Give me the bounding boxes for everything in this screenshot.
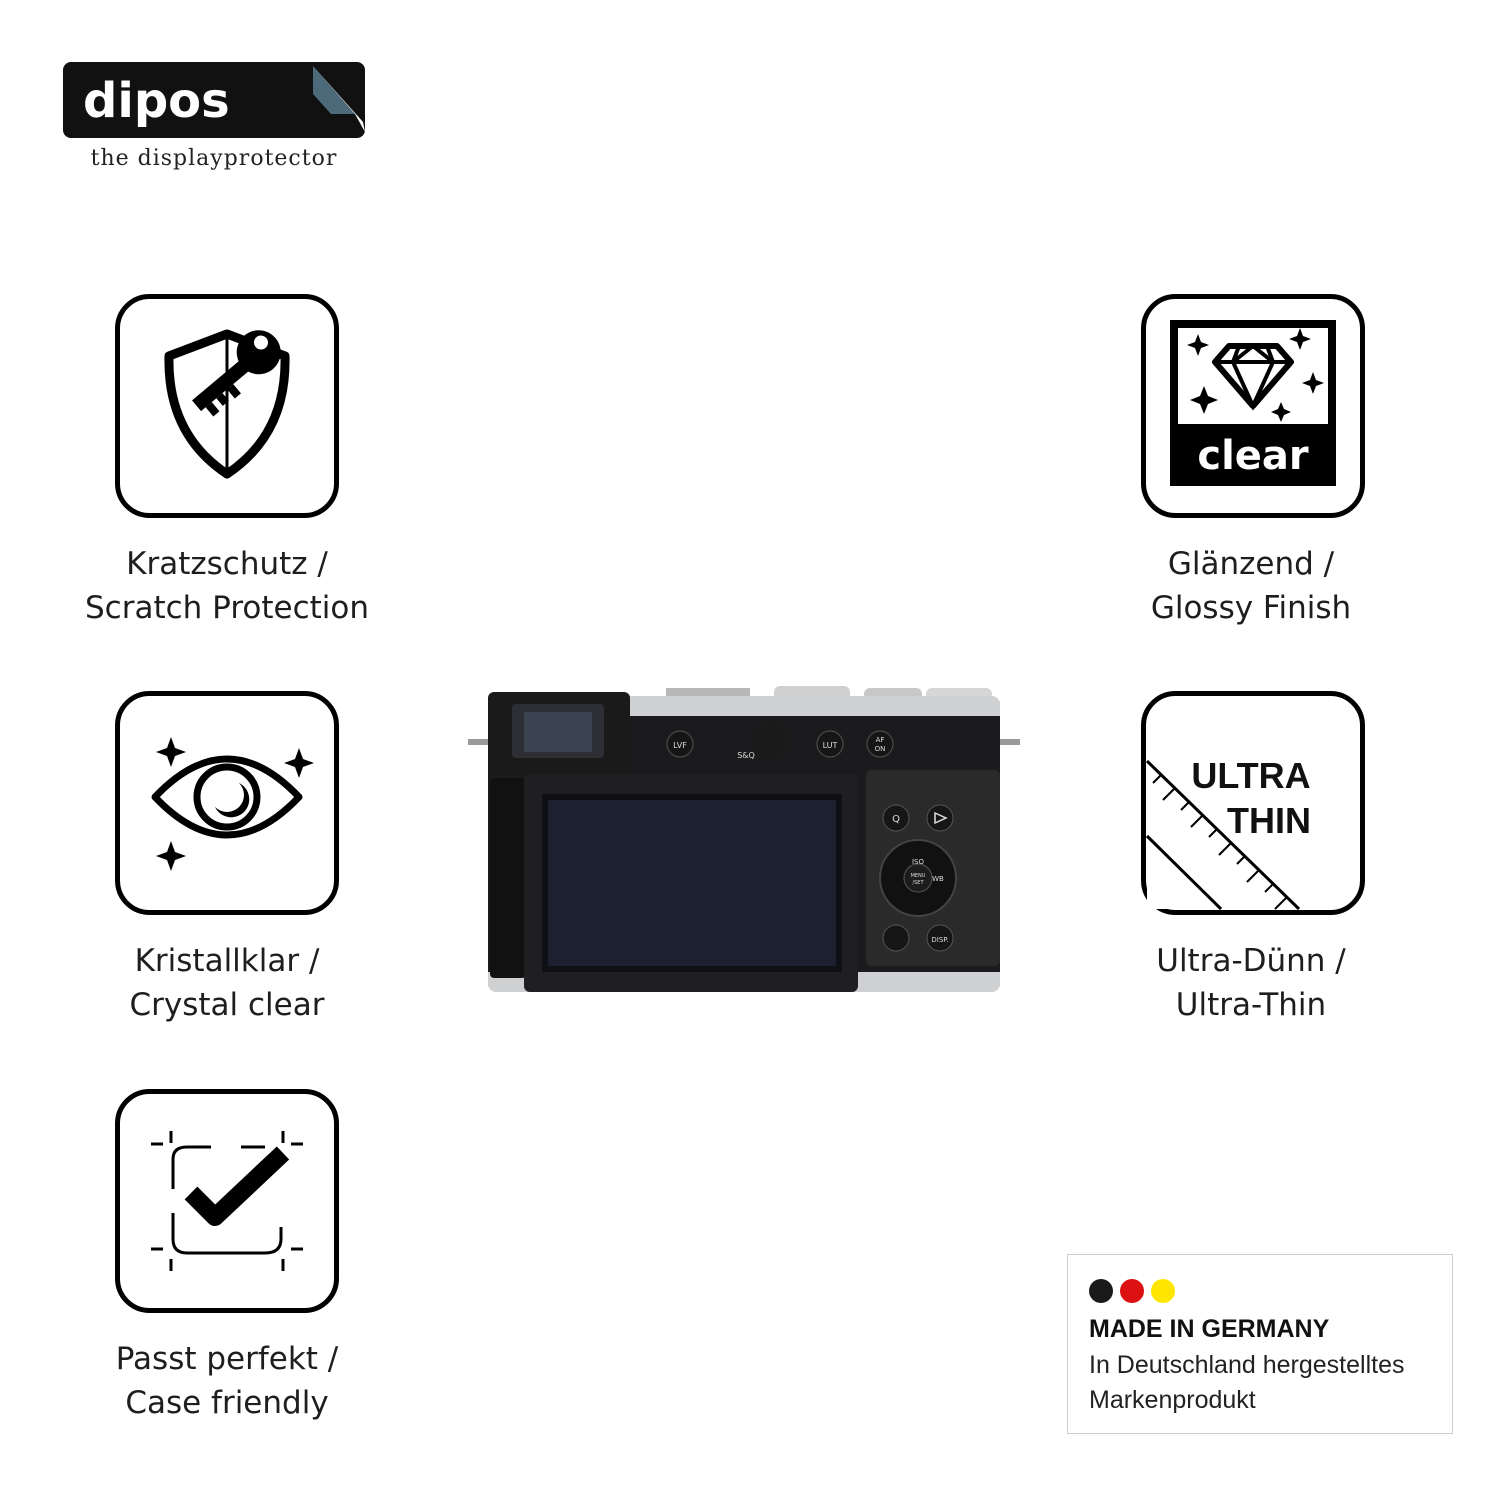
feature-label-crystal: Kristallklar / Crystal clear — [129, 943, 325, 1023]
brand-tagline: the displayprotector — [90, 146, 338, 171]
shield-key-icon — [115, 294, 339, 518]
svg-text:THIN: THIN — [1227, 800, 1311, 841]
flag-dot-black — [1089, 1279, 1113, 1303]
svg-text:clear: clear — [1197, 433, 1309, 479]
svg-text:Q: Q — [892, 814, 900, 825]
made-in-germany-headline: MADE IN GERMANY — [1089, 1315, 1330, 1343]
svg-text:ULTRA: ULTRA — [1191, 755, 1310, 796]
feature-label-fit: Passt perfekt / Case friendly — [115, 1341, 339, 1421]
fit-check-icon — [115, 1089, 339, 1313]
svg-text:WB: WB — [932, 875, 944, 883]
svg-text:/SET: /SET — [912, 880, 924, 886]
made-in-germany-badge: MADE IN GERMANY In Deutschland hergestel… — [1067, 1254, 1453, 1434]
brand-name: dipos — [83, 73, 230, 129]
svg-text:ON: ON — [875, 745, 886, 753]
diamond-clear-icon: clear — [1141, 294, 1365, 518]
camera-image: LVF S&Q LUT AF ON Q ISO MENU /SET WB DIS… — [468, 684, 1020, 996]
svg-text:MENU: MENU — [911, 873, 926, 879]
feature-label-scratch: Kratzschutz / Scratch Protection — [85, 546, 369, 626]
svg-text:LVF: LVF — [673, 741, 687, 750]
ruler-ultra-thin-icon: ULTRA THIN — [1141, 691, 1365, 915]
svg-text:LUT: LUT — [823, 741, 838, 750]
svg-text:DISP.: DISP. — [931, 936, 948, 944]
svg-text:AF: AF — [876, 736, 885, 744]
brand-logo: dipos — [63, 62, 365, 138]
made-in-germany-description: In Deutschland hergestelltes Markenprodu… — [1089, 1351, 1405, 1414]
feature-label-thin: Ultra-Dünn / Ultra-Thin — [1156, 943, 1346, 1023]
flag-dot-red — [1120, 1279, 1144, 1303]
sparkle-eye-icon — [115, 691, 339, 915]
svg-text:ISO: ISO — [912, 858, 925, 866]
flag-dot-gold — [1151, 1279, 1175, 1303]
svg-text:S&Q: S&Q — [737, 751, 755, 760]
feature-label-glossy: Glänzend / Glossy Finish — [1150, 546, 1352, 626]
